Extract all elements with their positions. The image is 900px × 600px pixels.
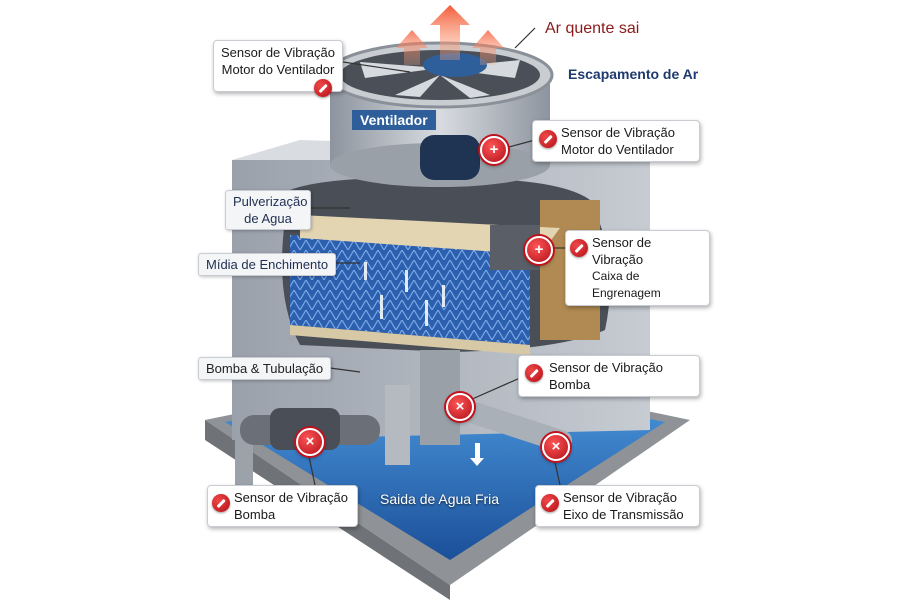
sensor-title: Sensor de Vibração — [561, 125, 675, 140]
sensor-icon — [541, 494, 559, 512]
hot-air-out-label: Ar quente sai — [545, 20, 640, 37]
sensor-location: Eixo de Transmissão — [563, 507, 684, 522]
sensor-marker-fan-motor[interactable]: + — [480, 136, 508, 164]
air-exhaust-label: Escapamento de Ar — [568, 66, 699, 82]
pump-piping-label: Bomba & Tubulação — [198, 357, 332, 380]
sensor-location: Bomba — [234, 507, 276, 522]
sensor-callout-fan-motor-top[interactable]: Sensor de Vibração Motor do Ventilador — [213, 40, 343, 97]
sensor-icon — [212, 494, 230, 512]
sensor-title: Sensor de Vibração — [549, 360, 663, 375]
sensor-icon — [525, 364, 543, 382]
water-spray-line2: de Agua — [244, 211, 292, 226]
sensor-callout-pump-bottom[interactable]: Sensor de Vibração Bomba — [207, 485, 358, 527]
sensor-callout-drive-shaft[interactable]: Sensor de Vibração Eixo de Transmissão — [535, 485, 700, 527]
fan-label: Ventilador — [352, 110, 436, 130]
sensor-location: Caixa de Engrenagem — [592, 269, 661, 300]
sensor-icon — [539, 130, 557, 148]
water-spray-line1: Pulverização — [233, 194, 308, 209]
sensor-title: Sensor de Vibração — [592, 235, 652, 267]
sensor-title: Sensor de Vibração — [221, 45, 335, 60]
sensor-location: Motor do Ventilador — [561, 142, 674, 157]
sensor-icon — [314, 79, 332, 97]
sensor-marker-gearbox[interactable]: + — [525, 236, 553, 264]
sensor-marker-pump-top[interactable]: × — [446, 393, 474, 421]
sensor-callout-gearbox[interactable]: Sensor de Vibração Caixa de Engrenagem — [565, 230, 710, 306]
sensor-location: Bomba — [549, 377, 591, 392]
sensor-marker-pump-bottom[interactable]: × — [296, 428, 324, 456]
hot-air-arrows — [396, 5, 504, 65]
sensor-title: Sensor de Vibração — [563, 490, 677, 505]
fill-media-label: Mídia de Enchimento — [198, 253, 337, 276]
sensor-title: Sensor de Vibração — [234, 490, 348, 505]
sensor-location: Motor do Ventilador — [221, 62, 335, 77]
sensor-marker-drive-shaft[interactable]: × — [542, 433, 570, 461]
cold-water-outlet-label: Saida de Agua Fria — [380, 491, 500, 507]
water-spray-label: Pulverização de Agua — [225, 190, 311, 230]
sensor-icon — [570, 239, 588, 257]
sensor-callout-pump-top[interactable]: Sensor de Vibração Bomba — [518, 355, 700, 397]
sensor-callout-fan-motor[interactable]: Sensor de Vibração Motor do Ventilador — [532, 120, 700, 162]
